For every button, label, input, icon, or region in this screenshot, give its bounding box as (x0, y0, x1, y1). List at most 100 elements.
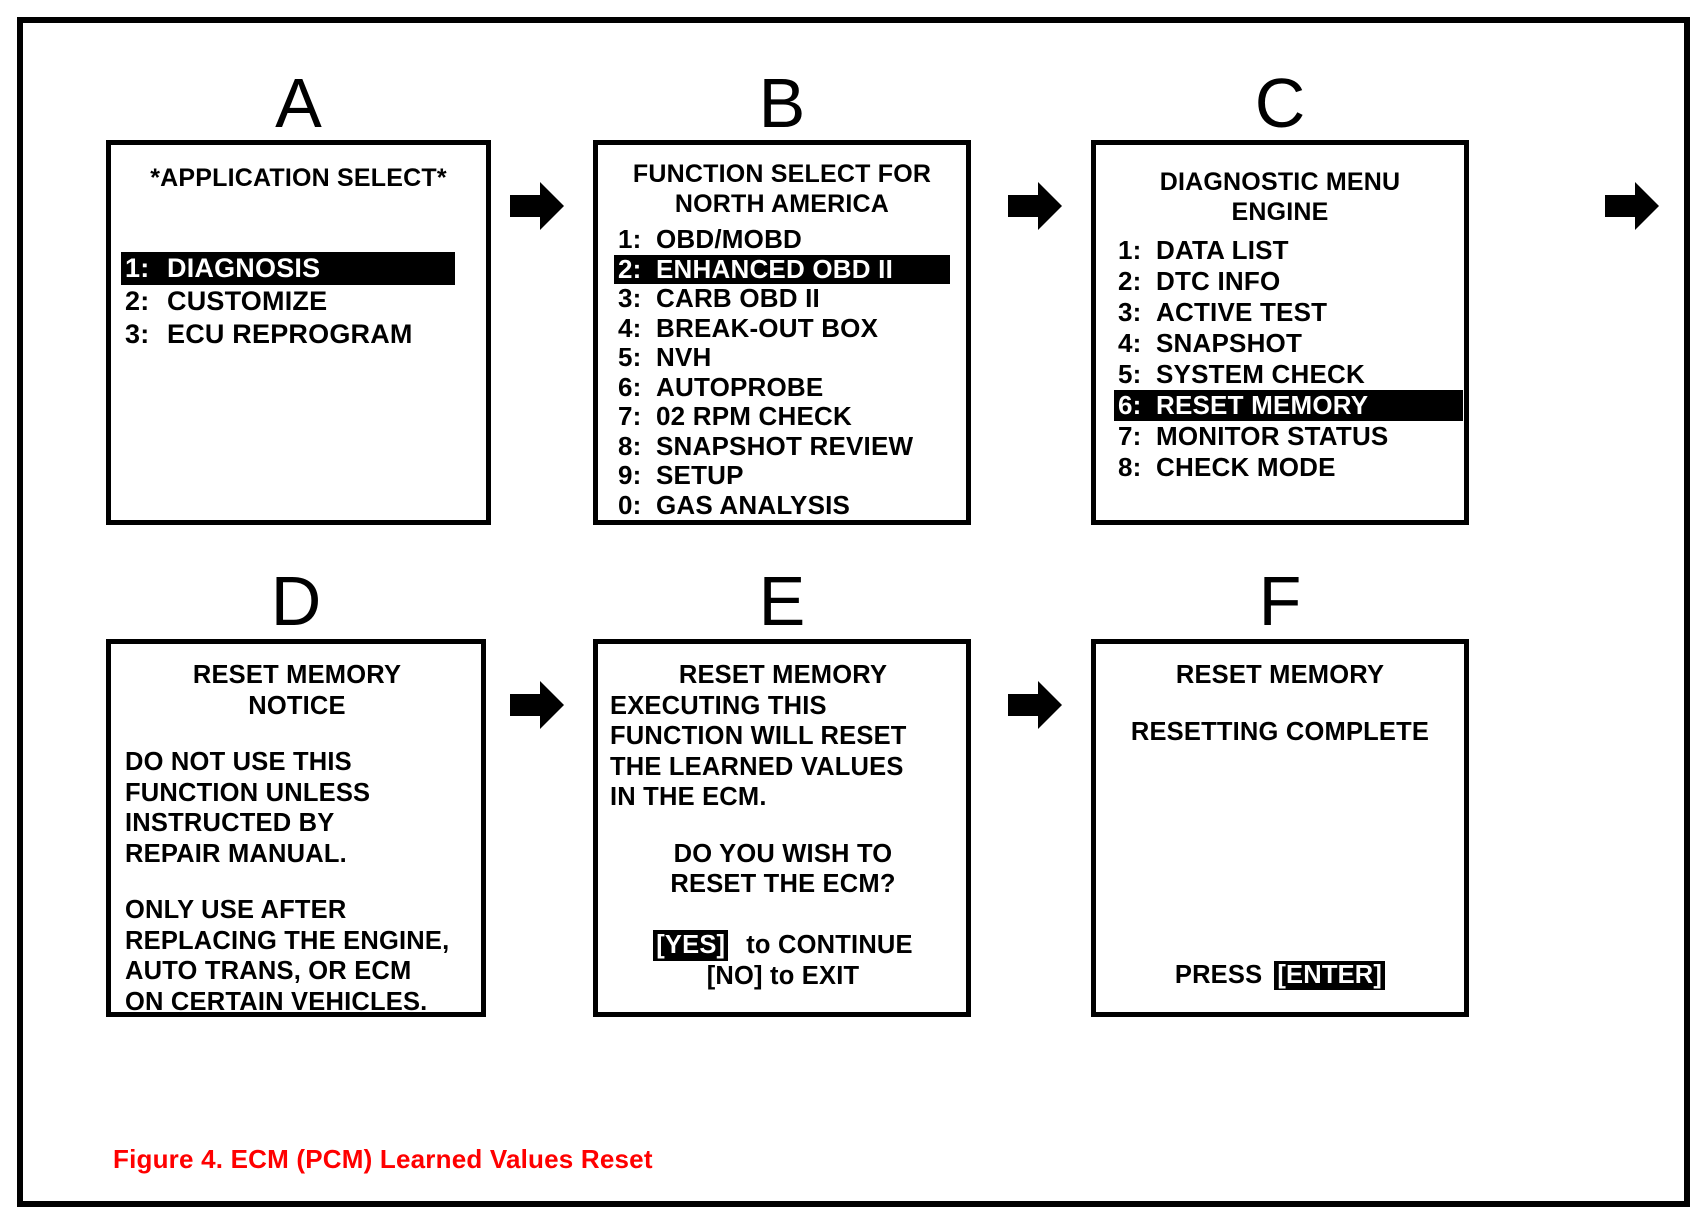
panel-letter-e: E (758, 562, 806, 640)
menu-item-label: CUSTOMIZE (167, 286, 328, 316)
arrow-right-icon-a-to-b (510, 180, 564, 232)
menu-item-label: CARB OBD II (656, 283, 820, 313)
menu-item-number: 8: (1118, 452, 1142, 482)
panel-letter-a: A (275, 64, 322, 142)
menu-item-02-rpm-check[interactable]: 7: 02 RPM CHECK (618, 401, 966, 432)
screen-c-title: DIAGNOSTIC MENU ENGINE (1159, 168, 1401, 226)
menu-item-label: RESET MEMORY (1156, 390, 1369, 420)
menu-item-dtc-info[interactable]: 2: DTC INFO (1118, 266, 1464, 297)
menu-item-label: DIAGNOSIS (167, 253, 321, 283)
screen-e-no-line[interactable]: [NO] to EXIT (706, 961, 860, 990)
menu-item-label: CHECK MODE (1156, 452, 1336, 482)
panel-letter-d: D (270, 562, 322, 640)
menu-item-number: 3: (125, 319, 150, 349)
menu-item-obd-mobd[interactable]: 1: OBD/MOBD (618, 224, 966, 255)
menu-item-number: 2: (1118, 266, 1142, 296)
menu-item-label: NVH (656, 342, 712, 372)
menu-item-diagnosis[interactable]: 1: DIAGNOSIS (121, 252, 455, 285)
arrow-right-icon-c-to-d (1605, 180, 1659, 232)
screen-diagnostic-menu: DIAGNOSTIC MENU ENGINE 1: DATA LIST 2: DTC… (1091, 140, 1469, 525)
menu-item-label: DATA LIST (1156, 235, 1289, 265)
menu-item-setup[interactable]: 9:SETUP (618, 460, 966, 491)
menu-item-label: AUTOPROBE (656, 371, 824, 402)
screen-application-select: *APPLICATION SELECT* 1: DIAGNOSIS 2: CUSTO… (106, 140, 491, 525)
arrow-right-icon-d-to-e (510, 679, 564, 731)
screen-reset-memory-confirm: RESET MEMORY EXECUTING THIS FUNCTION WIL… (593, 639, 971, 1017)
menu-item-number: 6: (618, 371, 642, 402)
menu-item-number: 3: (618, 283, 642, 313)
menu-item-number: 8: (618, 430, 642, 461)
menu-item-label: 02 RPM CHECK (656, 401, 852, 431)
menu-item-autoprobe[interactable]: 6: AUTOPROBE (618, 371, 966, 403)
menu-item-monitor-status[interactable]: 7: MONITOR STATUS (1118, 421, 1464, 452)
menu-item-snapshot[interactable]: 4: SNAPSHOT (1118, 328, 1464, 359)
screen-b-title: FUNCTION SELECT FOR NORTH AMERICA (632, 160, 932, 218)
menu-item-number: 1: (125, 253, 150, 283)
menu-item-label: SNAPSHOT REVIEW (656, 430, 914, 461)
menu-item-number: 5: (618, 342, 642, 372)
screen-f-status: RESETTING COMPLETE (1130, 717, 1430, 746)
screen-a-title: *APPLICATION SELECT* (150, 164, 447, 192)
menu-item-label: DTC INFO (1156, 266, 1281, 296)
menu-item-number: 9: (618, 460, 642, 490)
menu-item-gas-analysis[interactable]: 0: GAS ANALYSIS (618, 489, 966, 521)
panel-letter-c: C (1254, 64, 1306, 142)
screen-b-menu: 1: OBD/MOBD 2:ENHANCED OBD II 3: CARB OBD … (598, 224, 966, 521)
panel-letter-b: B (758, 64, 806, 142)
menu-item-number: 1: (618, 224, 642, 254)
menu-item-data-list[interactable]: 1: DATA LIST (1118, 235, 1464, 266)
menu-item-number: 4: (1118, 328, 1142, 358)
screen-e-title: RESET MEMORY (678, 661, 888, 689)
menu-item-label: ECU REPROGRAM (167, 319, 413, 349)
menu-item-enhanced-obd-ii[interactable]: 2:ENHANCED OBD II (614, 254, 950, 284)
menu-item-number: 6: (1118, 390, 1142, 420)
screen-function-select: FUNCTION SELECT FOR NORTH AMERICA 1: OBD/… (593, 140, 971, 525)
menu-item-label: OBD/MOBD (656, 224, 803, 254)
screen-f-title: RESET MEMORY (1175, 661, 1385, 689)
menu-item-nvh[interactable]: 5: NVH (618, 342, 966, 373)
menu-item-number: 2: (125, 286, 150, 316)
screen-resetting-complete: RESET MEMORY RESETTING COMPLETE PRESS [EN… (1091, 639, 1469, 1017)
menu-item-number: 5: (1118, 359, 1142, 389)
screen-f-press-line: PRESS [ENTER] (1096, 961, 1464, 990)
menu-item-label: GAS ANALYSIS (656, 489, 851, 520)
screen-reset-memory-notice: RESET MEMORY NOTICE DO NOT USE THIS FUNC… (106, 639, 486, 1017)
screen-d-title: RESET MEMORY NOTICE (192, 661, 402, 720)
panel-letter-f: F (1258, 562, 1302, 640)
menu-item-label: SNAPSHOT (1156, 328, 1303, 358)
menu-item-system-check[interactable]: 5:SYSTEM CHECK (1118, 359, 1464, 390)
arrow-right-icon-e-to-f (1008, 679, 1062, 731)
menu-item-reset-memory[interactable]: 6: RESET MEMORY (1114, 390, 1463, 421)
menu-item-snapshot-review[interactable]: 8: SNAPSHOT REVIEW (618, 430, 966, 462)
yes-key-button[interactable]: [YES] (653, 930, 729, 961)
menu-item-ecu-reprogram[interactable]: 3: ECU REPROGRAM (125, 318, 486, 351)
menu-item-label: MONITOR STATUS (1156, 421, 1389, 451)
menu-item-check-mode[interactable]: 8: CHECK MODE (1118, 452, 1464, 483)
spacer (125, 721, 469, 747)
screen-e-yes-line: [YES] to CONTINUE (610, 900, 956, 961)
menu-item-number: 3: (1118, 297, 1142, 327)
press-label: PRESS (1174, 961, 1263, 989)
menu-item-customize[interactable]: 2: CUSTOMIZE (125, 285, 486, 318)
menu-item-number: 7: (1118, 421, 1142, 451)
yes-key-hint: to CONTINUE (746, 931, 913, 959)
figure-caption: Figure 4. ECM (PCM) Learned Values Reset (113, 1144, 653, 1174)
menu-item-break-out-box[interactable]: 4: BREAK-OUT BOX (618, 312, 966, 344)
screen-a-menu: 1: DIAGNOSIS 2: CUSTOMIZE 3: ECU REPROGRAM (111, 252, 486, 351)
menu-item-number: 1: (1118, 235, 1142, 265)
menu-item-active-test[interactable]: 3: ACTIVE TEST (1118, 297, 1464, 328)
screen-d-usage-text: ONLY USE AFTER REPLACING THE ENGINE, AUT… (125, 896, 450, 1016)
menu-item-number: 4: (618, 312, 642, 343)
screen-d-warning-text: DO NOT USE THIS FUNCTION UNLESS INSTRUCT… (125, 748, 371, 868)
figure-frame: A *APPLICATION SELECT* 1: DIAGNOSIS 2: CUS… (17, 17, 1690, 1207)
menu-item-label: BREAK-OUT BOX (656, 312, 879, 343)
menu-item-number: 7: (618, 401, 642, 431)
arrow-right-icon-b-to-c (1008, 180, 1062, 232)
menu-item-number: 0: (618, 489, 642, 520)
panel-grid: A *APPLICATION SELECT* 1: DIAGNOSIS 2: CUS… (23, 23, 1684, 1201)
menu-item-label: ACTIVE TEST (1156, 297, 1328, 327)
menu-item-carb-obd-ii[interactable]: 3: CARB OBD II (618, 283, 966, 314)
enter-key-button[interactable]: [ENTER] (1274, 961, 1386, 990)
screen-e-question: DO YOU WISH TO RESET THE ECM? (670, 839, 896, 899)
screen-c-menu: 1: DATA LIST 2: DTC INFO 3: ACTIVE TEST 4: S… (1096, 235, 1464, 483)
